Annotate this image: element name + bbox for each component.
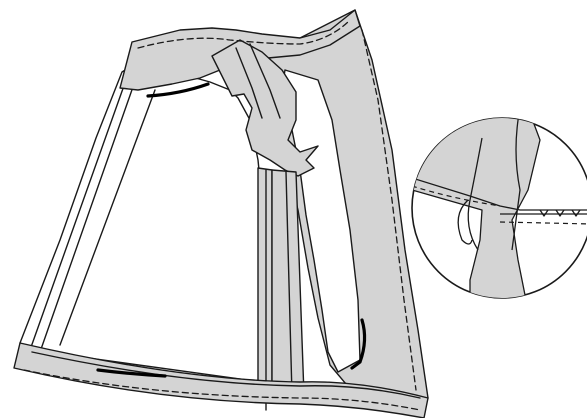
center-pleat-left: [258, 168, 272, 395]
skirt-panel-left: [20, 62, 262, 382]
detail-magnifier-circle: [412, 108, 587, 300]
